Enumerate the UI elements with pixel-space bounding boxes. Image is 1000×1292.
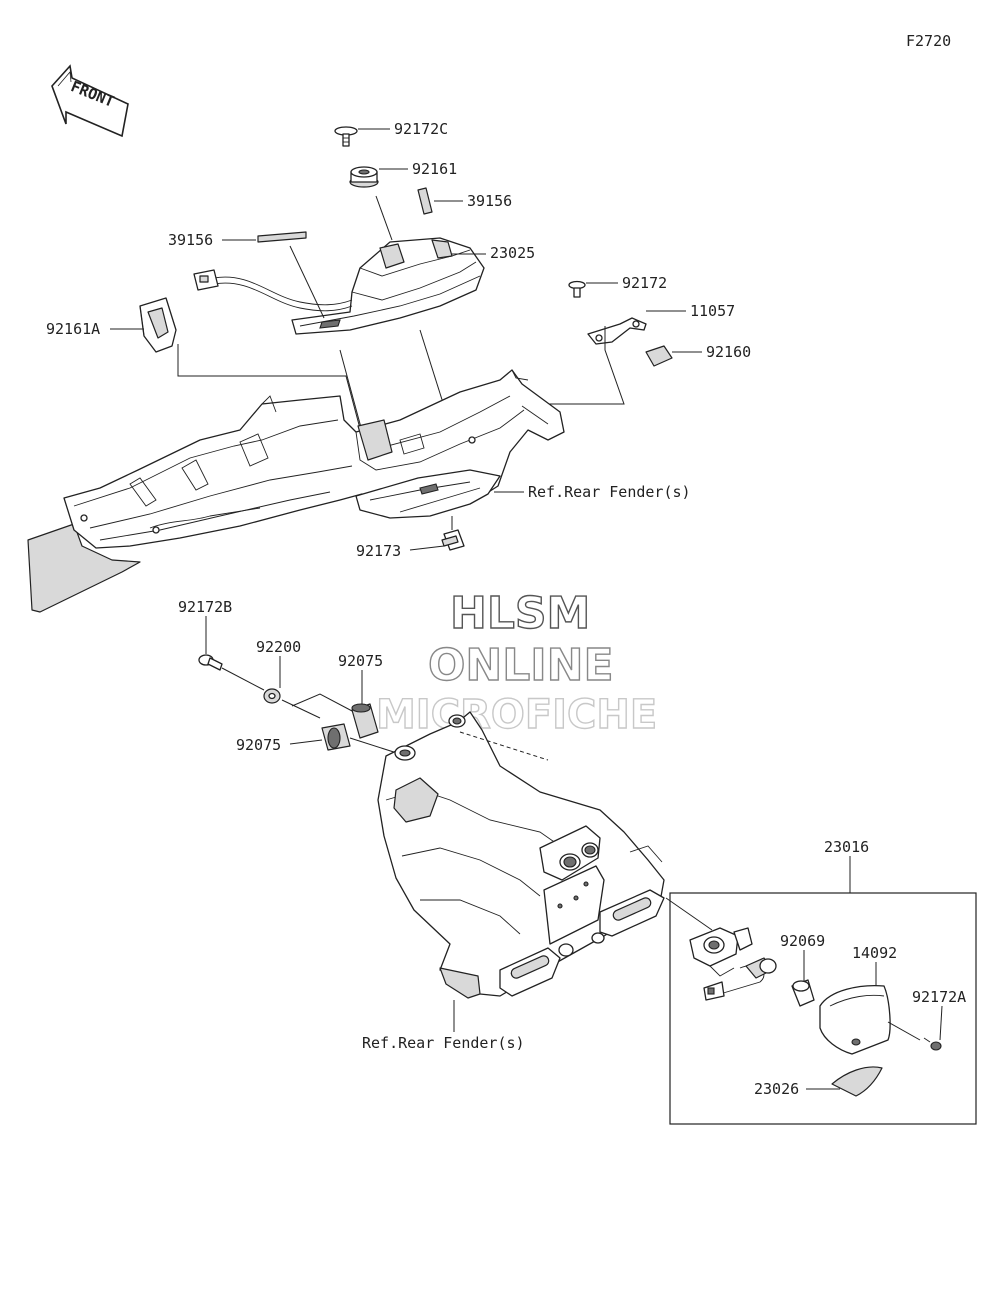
bracket-23025[interactable] xyxy=(193,237,485,335)
callout-14092[interactable]: 14092 xyxy=(852,944,897,962)
pad-39156-left[interactable] xyxy=(257,231,307,243)
rear-fender-lower xyxy=(377,711,665,999)
callout-39156-right[interactable]: 39156 xyxy=(467,192,512,210)
grommet-92161[interactable] xyxy=(349,166,379,188)
pad-39156-right[interactable] xyxy=(417,187,433,215)
front-arrow-icon: FRONT xyxy=(51,64,129,138)
damper-92075-lower[interactable] xyxy=(321,723,351,751)
screw-92172[interactable] xyxy=(568,280,586,298)
callout-92173[interactable]: 92173 xyxy=(356,542,401,560)
callout-92075-lower[interactable]: 92075 xyxy=(236,736,281,754)
lens-23026[interactable] xyxy=(831,1066,883,1097)
callout-23025[interactable]: 23025 xyxy=(490,244,535,262)
screw-92172A[interactable] xyxy=(923,1037,942,1051)
lamp-socket[interactable] xyxy=(689,927,777,1001)
bracket-11057[interactable] xyxy=(587,317,647,345)
assembly-box-23016 xyxy=(669,892,977,1125)
callout-39156-left[interactable]: 39156 xyxy=(168,231,213,249)
callout-92172[interactable]: 92172 xyxy=(622,274,667,292)
watermark-line-2: ONLINE xyxy=(428,640,614,691)
clip-nut-92173[interactable] xyxy=(441,529,465,551)
callout-92172A[interactable]: 92172A xyxy=(912,988,966,1006)
callout-23026[interactable]: 23026 xyxy=(754,1080,799,1098)
bulb-92069[interactable] xyxy=(791,979,815,1007)
callout-92161A[interactable]: 92161A xyxy=(46,320,100,338)
callout-92172C[interactable]: 92172C xyxy=(394,120,448,138)
clip-92161A[interactable] xyxy=(139,297,177,353)
callout-92069[interactable]: 92069 xyxy=(780,932,825,950)
damper-92075-upper[interactable] xyxy=(351,703,379,739)
callout-92075-upper[interactable]: 92075 xyxy=(338,652,383,670)
callout-92172B[interactable]: 92172B xyxy=(178,598,232,616)
callout-ref-rear-fender-bottom[interactable]: Ref.Rear Fender(s) xyxy=(362,1034,525,1052)
screw-92172C[interactable] xyxy=(334,126,358,147)
pad-92160[interactable] xyxy=(645,345,673,367)
watermark-line-3: MICROFICHE xyxy=(376,692,657,738)
watermark: HLSM ONLINE MICROFICHE xyxy=(375,587,658,738)
watermark-line-1: HLSM xyxy=(450,588,590,639)
rear-fender-inner xyxy=(355,469,501,519)
callout-11057[interactable]: 11057 xyxy=(690,302,735,320)
washer-92200[interactable] xyxy=(263,688,281,704)
callout-92161[interactable]: 92161 xyxy=(412,160,457,178)
callout-92160[interactable]: 92160 xyxy=(706,343,751,361)
callout-ref-rear-fender-top[interactable]: Ref.Rear Fender(s) xyxy=(528,483,691,501)
callout-23016[interactable]: 23016 xyxy=(824,838,869,856)
lens-cover-14092[interactable] xyxy=(819,984,891,1055)
callout-92200[interactable]: 92200 xyxy=(256,638,301,656)
figure-code: F2720 xyxy=(906,32,951,50)
bolt-92172B[interactable] xyxy=(198,654,223,671)
